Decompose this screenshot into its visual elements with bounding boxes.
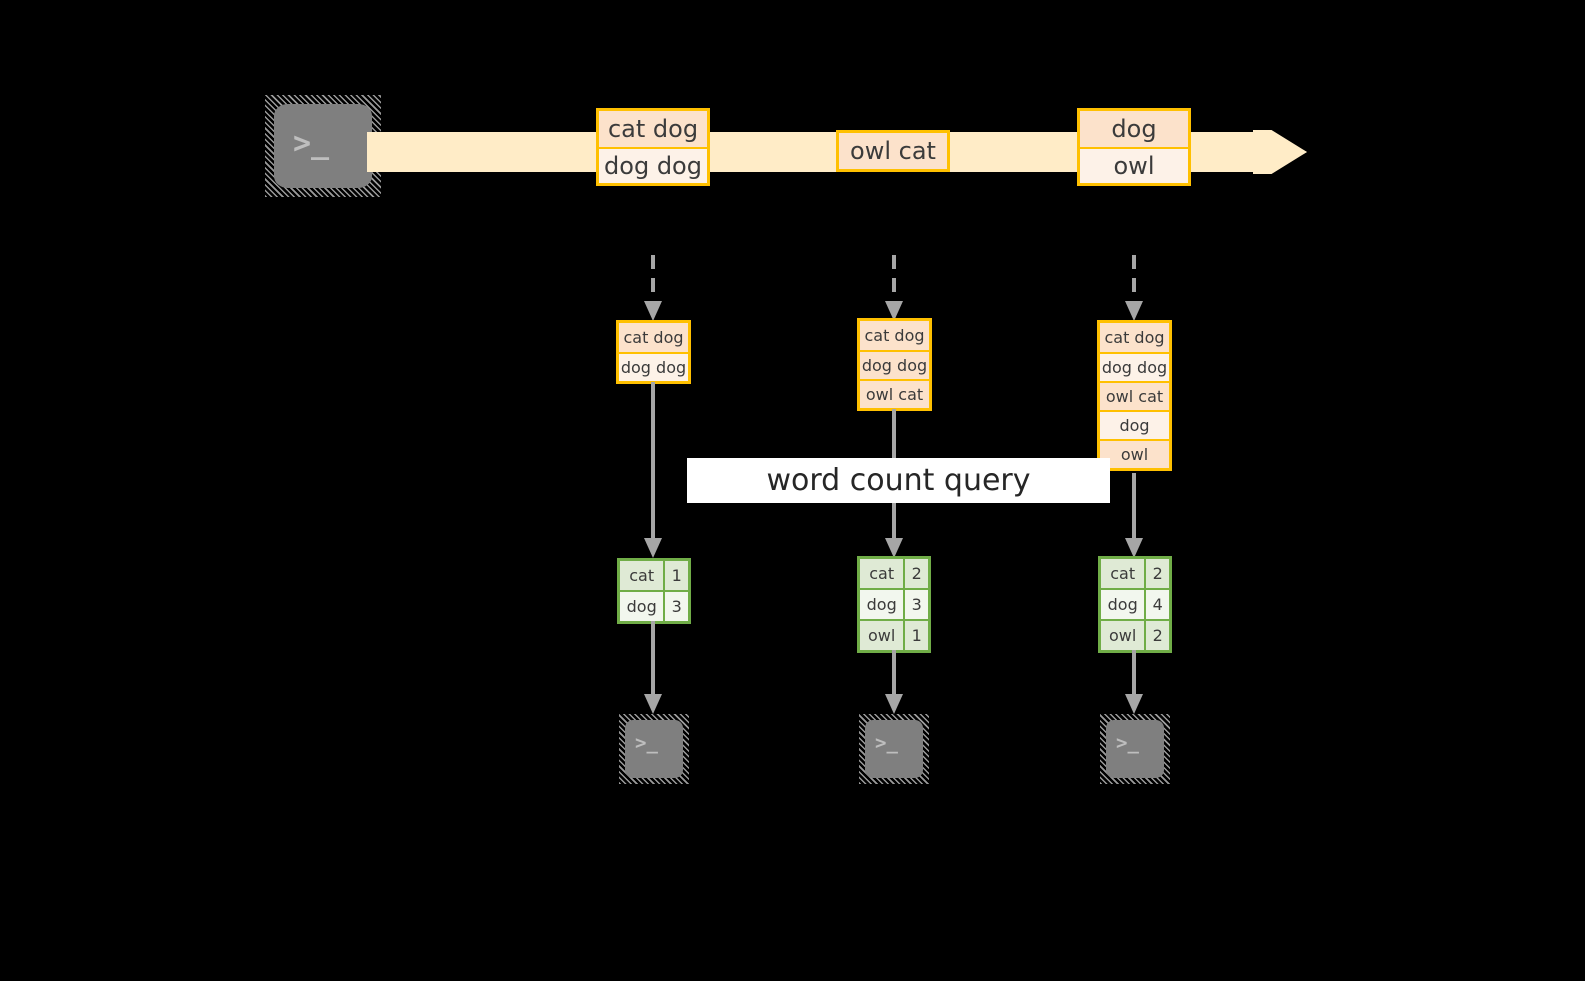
sink-connector [879, 650, 909, 716]
result-count: 2 [1144, 621, 1169, 650]
snapshot-input-line: dog dog [860, 350, 929, 379]
stream-record-line: cat dog [599, 111, 707, 147]
result-word: owl [1101, 621, 1145, 650]
snapshot-input-line: cat dog [1100, 323, 1169, 352]
snapshot-input-line: dog dog [619, 352, 688, 381]
result-count: 2 [1144, 559, 1169, 588]
sink-terminal-icon: >_ [1100, 714, 1170, 784]
query-connector [638, 382, 668, 560]
result-row: owl 2 [1101, 619, 1169, 650]
stream-record-line: owl [1080, 147, 1188, 183]
result-row: dog 3 [620, 590, 688, 621]
snapshot-input-line: cat dog [619, 323, 688, 352]
result-table: cat 2 dog 3 owl 1 [857, 556, 931, 653]
snapshot-input-line: owl cat [860, 379, 929, 408]
result-count: 3 [663, 592, 688, 621]
terminal-prompt-glyph: >_ [1116, 732, 1139, 754]
dashed-connector [1119, 255, 1149, 323]
snapshot-input-line: dog dog [1100, 352, 1169, 381]
terminal-body [1106, 720, 1164, 778]
stream-record: cat dog dog dog [596, 108, 710, 186]
result-count: 1 [663, 561, 688, 590]
query-connector [1119, 473, 1149, 560]
terminal-body [625, 720, 683, 778]
sink-terminal-icon: >_ [619, 714, 689, 784]
result-row: cat 2 [860, 559, 928, 588]
result-word: dog [860, 590, 904, 619]
result-table: cat 2 dog 4 owl 2 [1098, 556, 1172, 653]
stream-record: dog owl [1077, 108, 1191, 186]
result-word: cat [620, 561, 664, 590]
sink-connector [1119, 650, 1149, 716]
result-row: owl 1 [860, 619, 928, 650]
terminal-body [274, 104, 372, 188]
stream-record-line: dog [1080, 111, 1188, 147]
result-row: cat 2 [1101, 559, 1169, 588]
result-row: dog 4 [1101, 588, 1169, 619]
source-terminal-icon: >_ [265, 95, 381, 197]
result-row: cat 1 [620, 561, 688, 590]
result-count: 3 [903, 590, 928, 619]
snapshot-input-stack: cat dog dog dog owl cat dog owl [1097, 320, 1172, 471]
snapshot-input-line: owl cat [1100, 381, 1169, 410]
terminal-prompt-glyph: >_ [635, 732, 658, 754]
terminal-body [865, 720, 923, 778]
query-label: word count query [687, 458, 1110, 503]
result-count: 4 [1144, 590, 1169, 619]
dashed-connector [638, 255, 668, 323]
stream-record: owl cat [836, 130, 950, 172]
result-word: cat [1101, 559, 1145, 588]
stream-record-line: owl cat [839, 133, 947, 169]
dashed-connector [879, 255, 909, 323]
result-word: dog [620, 592, 664, 621]
sink-connector [638, 621, 668, 716]
result-count: 2 [903, 559, 928, 588]
result-word: dog [1101, 590, 1145, 619]
snapshot-input-line: owl [1100, 439, 1169, 468]
stream-record-line: dog dog [599, 147, 707, 183]
result-word: owl [860, 621, 904, 650]
snapshot-input-stack: cat dog dog dog owl cat [857, 318, 932, 411]
terminal-prompt-glyph: >_ [875, 732, 898, 754]
sink-terminal-icon: >_ [859, 714, 929, 784]
snapshot-input-line: dog [1100, 410, 1169, 439]
terminal-prompt-glyph: >_ [293, 126, 330, 161]
snapshot-input-stack: cat dog dog dog [616, 320, 691, 384]
result-word: cat [860, 559, 904, 588]
result-count: 1 [903, 621, 928, 650]
snapshot-input-line: cat dog [860, 321, 929, 350]
result-table: cat 1 dog 3 [617, 558, 691, 624]
result-row: dog 3 [860, 588, 928, 619]
